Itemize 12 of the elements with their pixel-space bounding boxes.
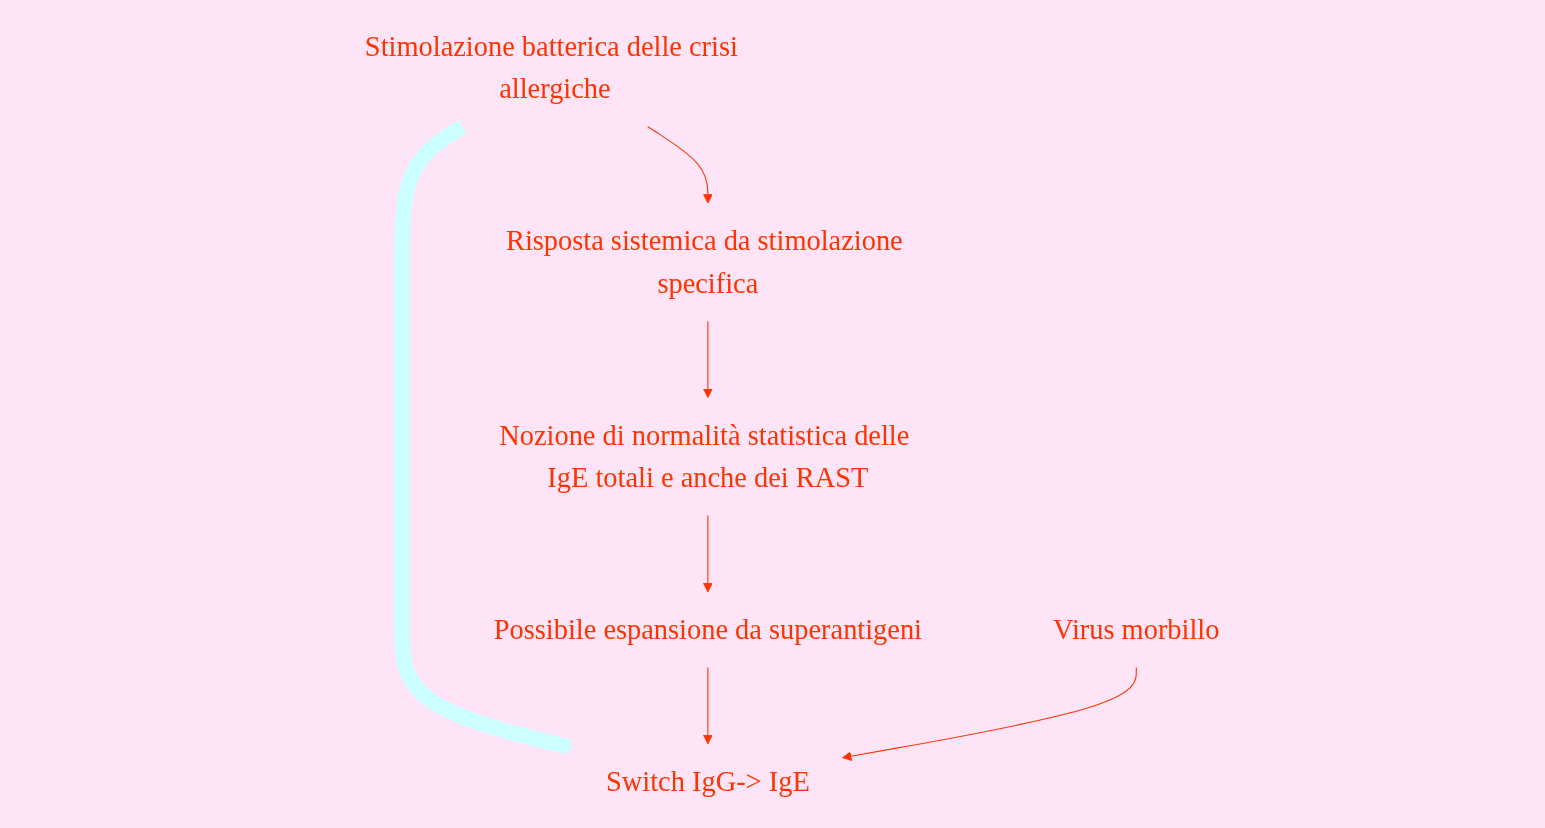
arrow [703, 515, 713, 593]
node-text: Possibile espansione da superantigeni [493, 613, 923, 646]
arrow [842, 666, 1137, 761]
arrow [647, 126, 713, 204]
node-text: Risposta sistemica da stimolazione specifica [505, 225, 903, 300]
arrow [394, 120, 574, 755]
node-text: Nozione di normalità statistica delle IgE totali e anche dei RAST [499, 419, 910, 494]
node-text: Virus morbillo [1053, 613, 1220, 646]
arrow [703, 320, 713, 399]
node-text: Stimolazione batterica delle crisi allergiche [364, 30, 738, 105]
arrow [703, 666, 713, 745]
node-text: Switch IgG-> IgE [605, 765, 810, 798]
